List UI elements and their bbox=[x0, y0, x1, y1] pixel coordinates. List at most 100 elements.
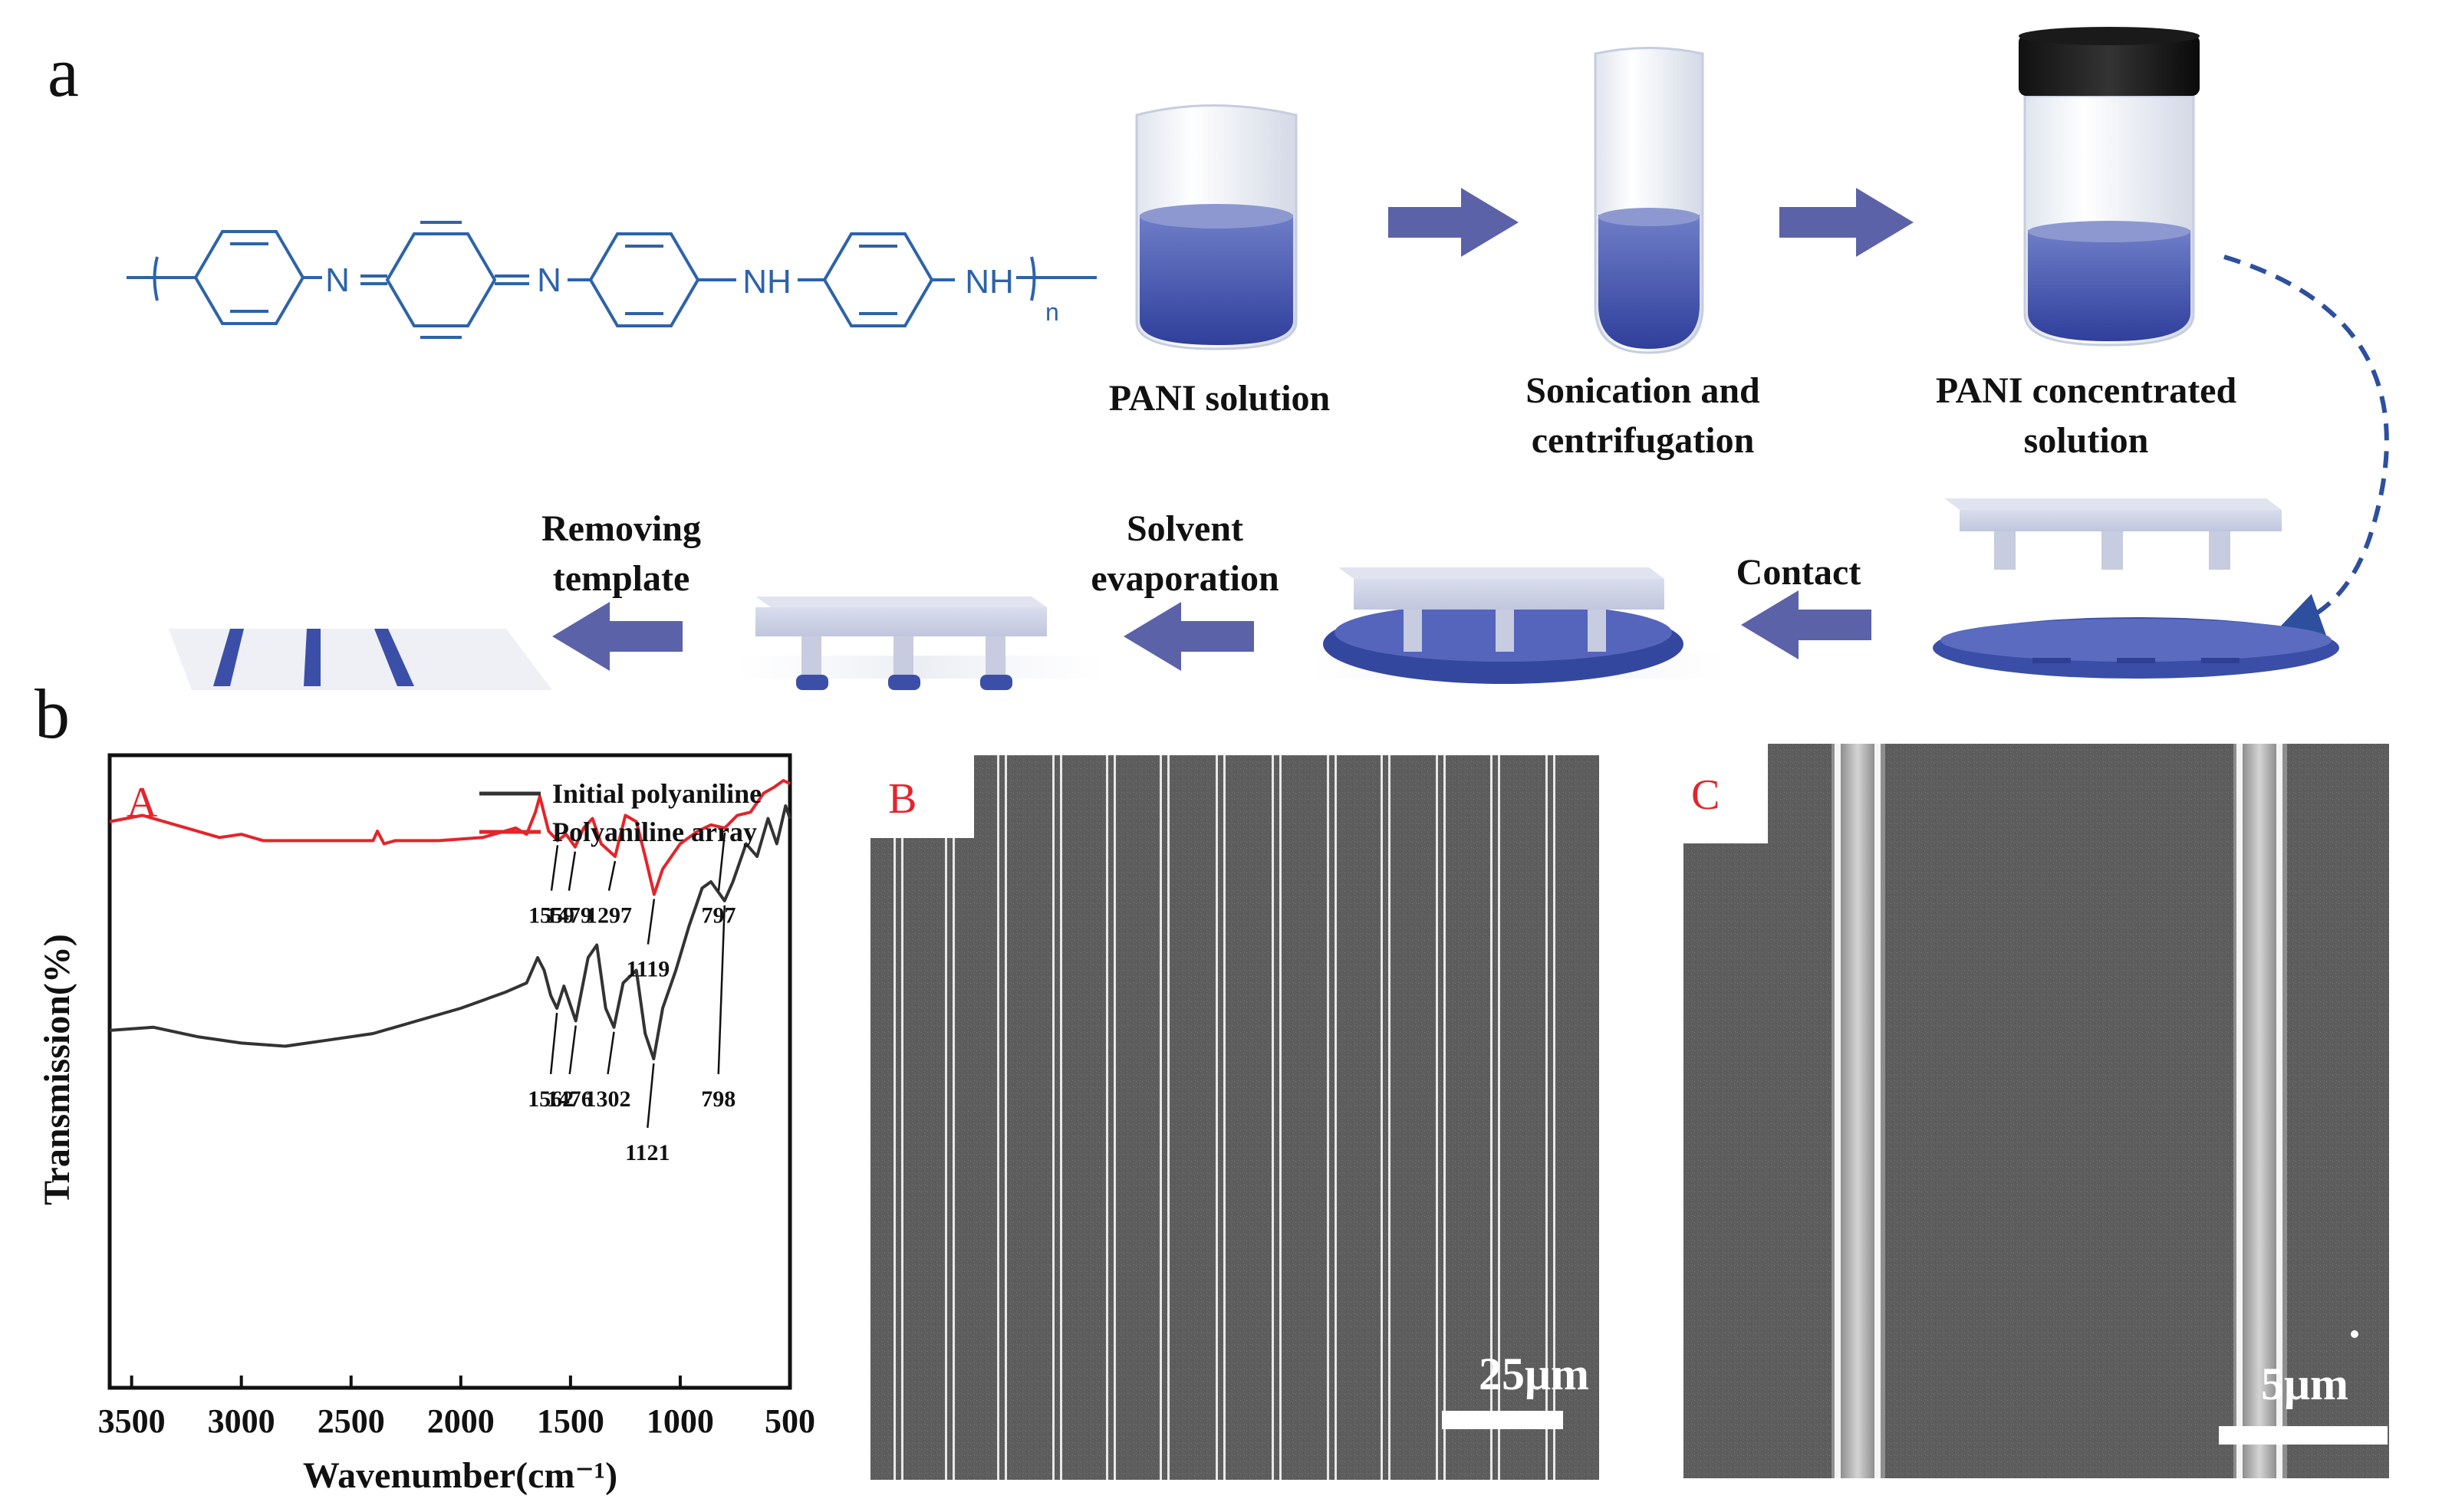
sem-B-scale-bar bbox=[1442, 1411, 1563, 1429]
structure-nh-1: NH bbox=[742, 263, 792, 301]
peak-label: 798 bbox=[701, 1086, 736, 1112]
sem-wire-line bbox=[1388, 755, 1390, 1480]
sem-wire-line bbox=[953, 755, 955, 1480]
peak-leader bbox=[568, 1025, 577, 1075]
structure-n-subscript: n bbox=[1045, 298, 1059, 326]
peak-leader bbox=[550, 845, 559, 891]
template-above-puddle-icon bbox=[1933, 498, 2347, 679]
peak-label: 1559 bbox=[528, 903, 574, 929]
series-line-0 bbox=[109, 804, 792, 1060]
x-tick-label: 1500 bbox=[537, 1402, 604, 1440]
peak-leader bbox=[607, 1031, 615, 1075]
x-tick-label: 3500 bbox=[98, 1402, 166, 1440]
sem-wire-line bbox=[1106, 755, 1108, 1480]
sem-wire-line bbox=[1490, 755, 1493, 1480]
legend-polyaniline-array: Polyaniline array bbox=[552, 817, 757, 847]
legend-initial-polyaniline: Initial polyaniline bbox=[552, 778, 762, 809]
process-arrow-icon bbox=[552, 602, 683, 671]
dashed-arrow-icon bbox=[2223, 255, 2389, 638]
panel-label-C: C bbox=[1691, 771, 1720, 819]
pani-lines-result-icon bbox=[169, 629, 552, 690]
x-tick-label: 500 bbox=[765, 1402, 815, 1440]
sem-wire-line bbox=[997, 755, 999, 1480]
sem-wire-line bbox=[1060, 755, 1062, 1480]
sem-C-scale-bar bbox=[2219, 1426, 2388, 1445]
y-axis-label: Transmission(%) bbox=[37, 934, 77, 1205]
sem-wire-line bbox=[1327, 755, 1329, 1480]
template-dried-icon bbox=[736, 597, 1104, 690]
step-label-concentrated-1: PANI concentrated bbox=[1936, 370, 2237, 411]
panel-label-B: B bbox=[888, 775, 917, 823]
sem-wire-line bbox=[1545, 755, 1548, 1480]
x-tick-label: 2500 bbox=[318, 1402, 385, 1440]
sem-wire-line bbox=[1443, 755, 1446, 1480]
peak-leader bbox=[717, 905, 726, 1074]
step-label-solvent-1: Solvent bbox=[1127, 508, 1243, 549]
panel-label-a: a bbox=[48, 33, 79, 111]
peak-leader bbox=[647, 899, 656, 945]
step-label-sonication-2: centrifugation bbox=[1532, 420, 1755, 461]
legend: Initial polyaniline Polyaniline array bbox=[479, 778, 762, 847]
step-label-removing-1: Removing bbox=[541, 508, 701, 549]
peak-label: 1479 bbox=[546, 903, 592, 929]
peak-leader bbox=[647, 1063, 655, 1128]
sem-wire-line bbox=[1223, 755, 1226, 1480]
step-label-removing-2: template bbox=[553, 558, 690, 599]
beaker-icon bbox=[1135, 104, 1298, 350]
x-axis-label: Wavenumber(cm⁻¹) bbox=[303, 1455, 617, 1496]
sem-wire-line bbox=[894, 755, 896, 1480]
sem-wire-line bbox=[1272, 755, 1274, 1480]
x-tick-label: 3000 bbox=[208, 1402, 275, 1440]
x-tick-label: 1000 bbox=[647, 1402, 714, 1440]
peak-label: 1476 bbox=[547, 1086, 593, 1112]
sem-wire-line bbox=[1005, 755, 1007, 1480]
sem-wire-line bbox=[1114, 755, 1116, 1480]
sem-image-C: C 5μm bbox=[1683, 744, 2389, 1478]
jar-icon bbox=[2019, 27, 2200, 347]
sem-image-B: B 25μm bbox=[870, 755, 1599, 1480]
sem-wire-line bbox=[1381, 755, 1383, 1480]
sem-wire-line bbox=[901, 755, 903, 1480]
peak-leader bbox=[717, 832, 726, 891]
sem-wire-line bbox=[945, 755, 947, 1480]
ftir-chart: 3500 3000 2500 2000 1500 1000 500 155914791297… bbox=[37, 753, 815, 1496]
peak-label: 797 bbox=[702, 903, 736, 929]
sem-wire-line bbox=[1160, 755, 1162, 1480]
sem-wire-line bbox=[1553, 755, 1555, 1480]
template-contact-icon bbox=[1312, 567, 1726, 684]
panel-label-A: A bbox=[127, 779, 158, 827]
peak-label: 1297 bbox=[586, 903, 632, 929]
series-line-1 bbox=[109, 779, 791, 896]
x-tick-label: 2000 bbox=[427, 1402, 495, 1440]
step-label-solvent-2: evaporation bbox=[1091, 558, 1279, 599]
sem-wire-line bbox=[1335, 755, 1337, 1480]
pani-structure bbox=[127, 221, 1097, 339]
sem-wire-line bbox=[1052, 755, 1055, 1480]
peak-leader bbox=[607, 860, 617, 891]
ftir-plot-frame bbox=[107, 753, 792, 1390]
peak-label: 1302 bbox=[585, 1086, 631, 1112]
step-label-sonication-1: Sonication and bbox=[1525, 370, 1760, 411]
structure-nh-2: NH bbox=[965, 263, 1014, 301]
sem-wire-line bbox=[1279, 755, 1282, 1480]
sem-wire-line bbox=[1167, 755, 1170, 1480]
peak-leader bbox=[568, 851, 577, 891]
process-arrow-icon bbox=[1388, 188, 1519, 257]
peak-leader bbox=[549, 1012, 558, 1074]
peak-label: 1119 bbox=[627, 957, 670, 982]
panel-label-b: b bbox=[35, 675, 70, 753]
process-arrow-icon bbox=[1124, 602, 1254, 671]
process-arrow-icon bbox=[1741, 590, 1871, 659]
sem-wire-line bbox=[1498, 755, 1500, 1480]
sem-B-scale-label: 25μm bbox=[1479, 1349, 1589, 1399]
step-label-concentrated-2: solution bbox=[2024, 420, 2149, 461]
sem-C-scale-label: 5μm bbox=[2261, 1359, 2348, 1409]
structure-n-left: N bbox=[325, 261, 350, 299]
step-label-contact: Contact bbox=[1736, 552, 1861, 593]
structure-n-right: N bbox=[537, 261, 561, 299]
sem-wire-line bbox=[1216, 755, 1218, 1480]
sem-wire-line bbox=[1436, 755, 1438, 1480]
step-label-pani-solution: PANI solution bbox=[1109, 378, 1331, 419]
peak-label: 1562 bbox=[528, 1086, 574, 1112]
